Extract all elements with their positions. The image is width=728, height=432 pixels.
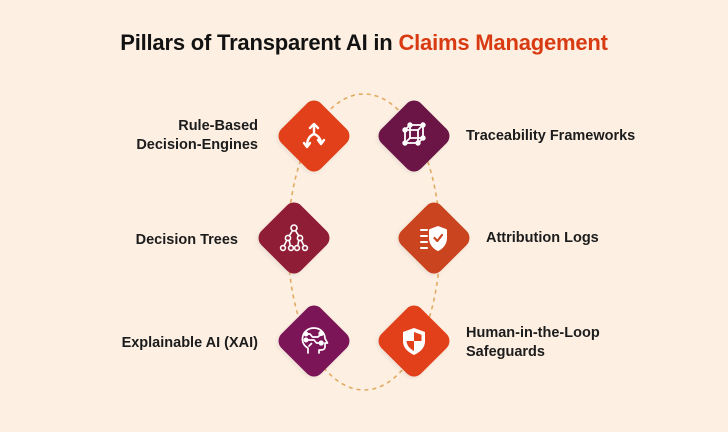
shield-icon bbox=[403, 328, 425, 355]
pillar-label-explainable-ai: Explainable AI (XAI) bbox=[121, 335, 258, 351]
shield-check-icon bbox=[420, 226, 447, 251]
pillar-label-traceability: Traceability Frameworks bbox=[466, 128, 636, 144]
tree-network-icon bbox=[279, 224, 309, 252]
pillar-label-attribution-logs: Attribution Logs bbox=[486, 230, 599, 246]
pillar-label-decision-trees: Decision Trees bbox=[135, 232, 238, 248]
network-cube-icon bbox=[402, 122, 426, 146]
ai-head-icon bbox=[301, 327, 329, 354]
page-title: Pillars of Transparent AI in Claims Mana… bbox=[0, 30, 728, 56]
title-highlight: Claims Management bbox=[398, 30, 608, 55]
split-arrows-icon bbox=[302, 122, 326, 149]
title-prefix: Pillars of Transparent AI in bbox=[120, 30, 399, 55]
